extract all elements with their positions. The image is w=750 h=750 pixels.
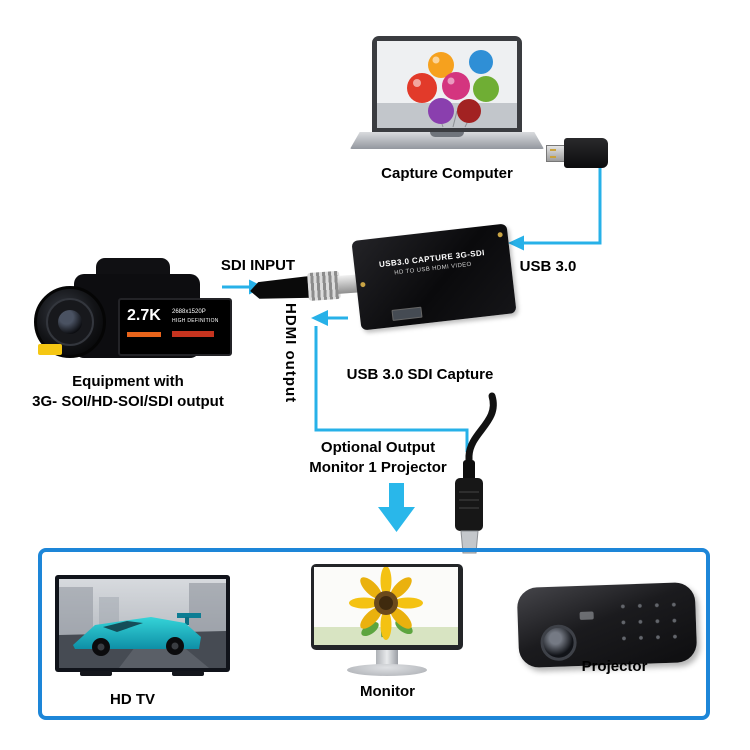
optional-output-caption: Optional Output Monitor 1 Projector <box>278 438 478 477</box>
equipment-caption-line1: Equipment with <box>72 373 184 390</box>
optional-output-line2: Monitor 1 Projector <box>309 458 447 476</box>
projector-touchpad-dots <box>612 594 684 647</box>
hdmi-output-label: HDMI output <box>282 303 299 404</box>
usb-sdi-capture-label: USB 3.0 SDI Capture <box>346 366 494 383</box>
gold-screw <box>360 281 366 288</box>
monitor-stand-neck <box>376 650 398 665</box>
sdi-input-label: SDI INPUT <box>220 257 296 274</box>
projector-logo-badge <box>579 611 594 620</box>
optional-output-line1: Optional Output <box>320 439 436 456</box>
screen-detail-text: 2688x1520P <box>172 309 206 315</box>
monitor-stand-base <box>347 664 427 676</box>
laptop-keyboard <box>350 132 544 149</box>
usb-30-label: USB 3.0 <box>519 258 577 275</box>
equipment-caption: Equipment with 3G- SOI/HD-SOI/SDI output <box>18 372 238 411</box>
hdmi-port <box>391 306 423 321</box>
projector-lens <box>539 624 578 662</box>
hd-tv-label: HD TV <box>110 691 155 708</box>
sdi-cable-plug <box>249 276 312 302</box>
laptop-notch <box>430 132 464 137</box>
screen-red-badge <box>172 331 214 337</box>
capture-computer-label: Capture Computer <box>381 165 513 182</box>
down-arrow-icon <box>378 483 415 532</box>
screen-orange-badge <box>127 332 161 337</box>
output-devices-box <box>38 548 710 720</box>
camcorder-illustration: 2.7K 2688x1520P HIGH DEFINITION <box>34 258 236 364</box>
camcorder-screen: 2.7K 2688x1520P HIGH DEFINITION <box>118 298 232 356</box>
usb-plug-icon <box>564 138 608 168</box>
sunflower-petals <box>349 566 423 640</box>
screen-resolution-text: 2.7K <box>127 307 161 324</box>
camcorder-yellow-badge <box>38 344 62 355</box>
hdmi-cable-illustration <box>455 392 497 554</box>
tv-car-image <box>59 579 226 668</box>
laptop-illustration <box>372 36 522 133</box>
tv-foot <box>172 671 204 676</box>
camcorder-lens-glass <box>58 310 82 334</box>
equipment-caption-line2: 3G- SOI/HD-SOI/SDI output <box>32 392 224 410</box>
usb-pin <box>550 156 556 158</box>
monitor-label: Monitor <box>360 683 415 700</box>
tv-foot <box>80 671 112 676</box>
balloons-image <box>377 41 517 128</box>
projector-label: Projector <box>581 658 648 675</box>
monitor-illustration <box>311 564 463 650</box>
sunflower-image <box>314 566 458 645</box>
tv-illustration <box>55 575 230 672</box>
screen-detail2-text: HIGH DEFINITION <box>172 318 219 324</box>
gold-screw <box>497 231 503 238</box>
tv-stand <box>80 671 205 676</box>
projector-illustration <box>516 581 698 669</box>
capture-device-illustration: USB3.0 CAPTURE 3G-SDI HD TO USB HDMI VID… <box>351 223 517 331</box>
usb-pin <box>550 149 556 151</box>
usb-plug-metal <box>546 145 566 162</box>
